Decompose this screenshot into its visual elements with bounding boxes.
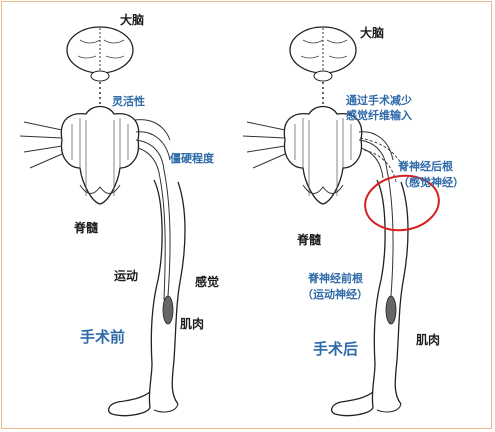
after-brain-label: 大脑 bbox=[360, 26, 385, 40]
before-brain-label: 大脑 bbox=[120, 13, 145, 27]
before-flexibility-label: 灵活性 bbox=[112, 95, 145, 108]
before-stiffness-label: 僵硬程度 bbox=[170, 152, 214, 165]
after-surgery-note-line2: 感觉纤维输入 bbox=[346, 109, 412, 122]
before-motor-label: 运动 bbox=[114, 269, 139, 283]
before-caption: 手术前 bbox=[80, 328, 126, 346]
before-muscle-label: 肌肉 bbox=[180, 317, 205, 331]
after-ventral-root-line1: 脊神经前根 bbox=[308, 272, 363, 285]
before-sensory-label: 感觉 bbox=[195, 275, 220, 289]
after-dorsal-root-line2: （感觉神经） bbox=[398, 176, 464, 189]
after-spinal-cord-label: 脊髓 bbox=[297, 233, 322, 247]
before-spinal-cord-label: 脊髓 bbox=[74, 221, 99, 235]
after-ventral-root-line2: （运动神经） bbox=[302, 288, 368, 301]
after-dorsal-root-line1: 脊神经后根 bbox=[398, 160, 453, 173]
after-muscle-label: 肌肉 bbox=[416, 333, 441, 347]
after-surgery-note-line1: 通过手术减少 bbox=[346, 94, 412, 107]
after-caption: 手术后 bbox=[313, 340, 359, 358]
